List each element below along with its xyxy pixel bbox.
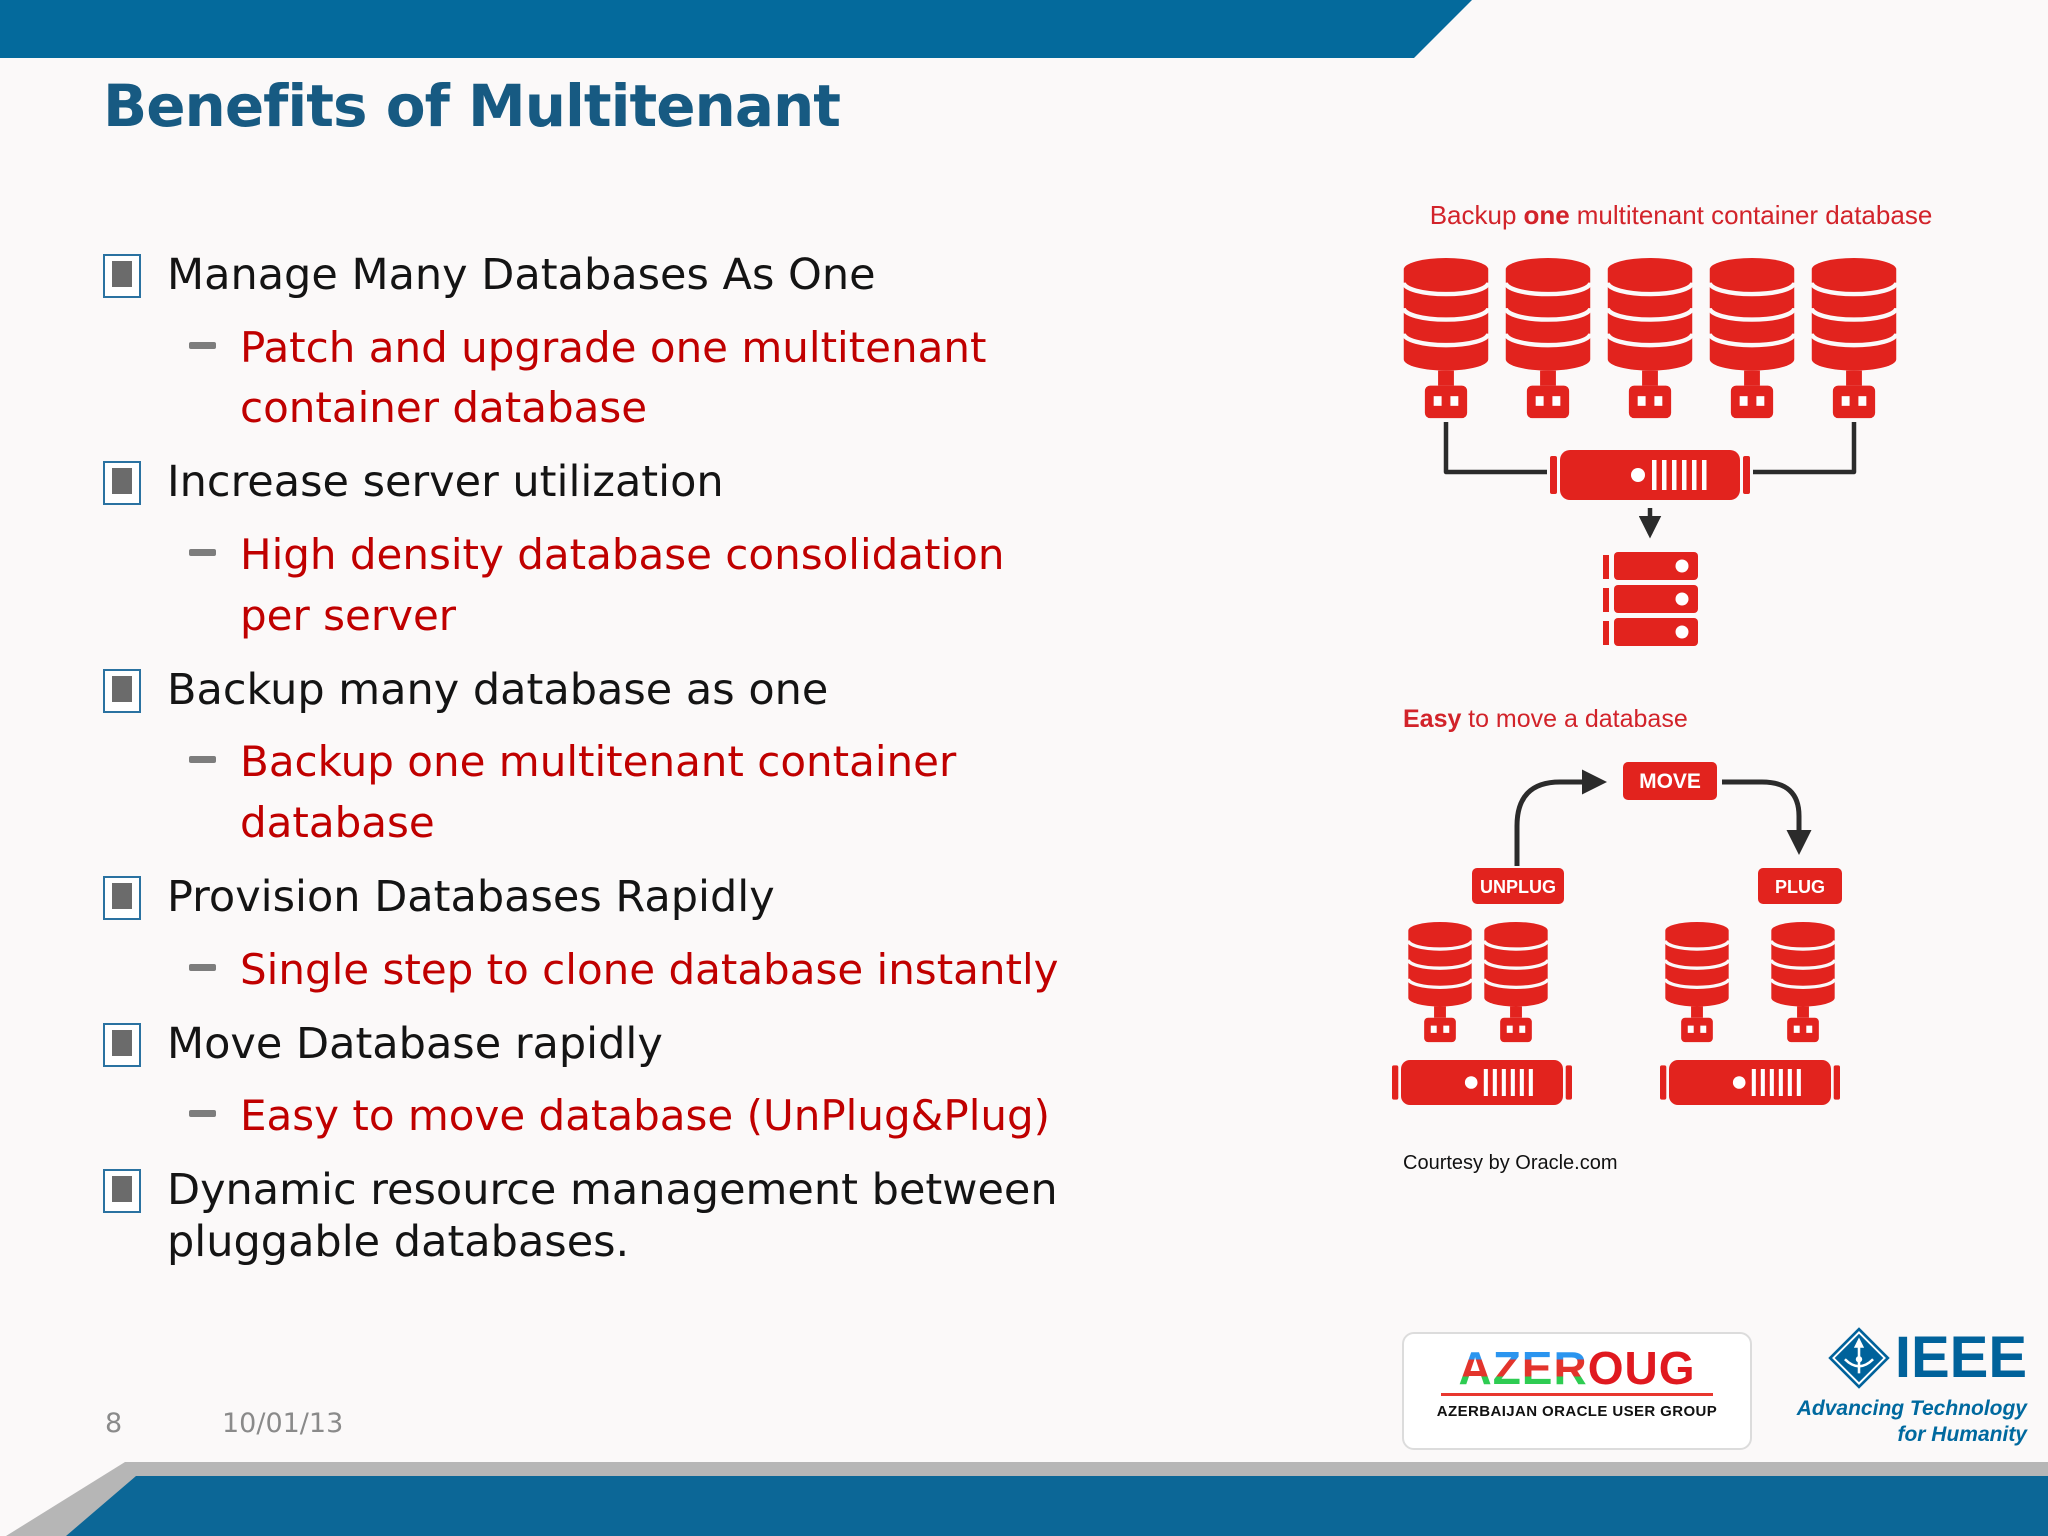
bullet-text: Backup many database as one — [167, 664, 829, 715]
sub-list-item: High density database consolidation per … — [189, 525, 1083, 647]
server-bar-icon — [1660, 1060, 1840, 1105]
square-bullet-icon — [103, 668, 141, 713]
bullet-list: Manage Many Databases As One Patch and u… — [103, 250, 1083, 1284]
bullet-text: Increase server utilization — [167, 457, 724, 508]
square-bullet-inner — [112, 261, 132, 287]
sub-bullet-text: Single step to clone database instantly — [240, 944, 1059, 994]
sub-bullet-text: High density database consolidation per … — [240, 529, 1005, 640]
bottom-banner-blue-bar — [66, 1476, 2048, 1536]
top-banner — [0, 0, 1472, 58]
square-bullet-inner — [112, 675, 132, 702]
unplug-badge — [1472, 868, 1564, 904]
sub-list-item: Backup one multitenant container databas… — [189, 732, 1083, 854]
dash-bullet-icon — [189, 963, 216, 971]
caption-text: Backup — [1429, 200, 1517, 230]
dash-bullet-icon — [189, 548, 216, 556]
backup-diagram — [1395, 252, 1905, 646]
bottom-banner — [6, 1462, 2048, 1536]
database-cylinder-icon — [1710, 258, 1794, 418]
bullet-text: Move Database rapidly — [167, 1018, 663, 1069]
square-bullet-icon — [103, 876, 141, 921]
caption-text-bold: one — [1523, 200, 1570, 230]
plug-badge — [1758, 868, 1842, 904]
square-bullet-icon — [103, 1169, 141, 1214]
database-cylinder-icon — [1769, 920, 1837, 1044]
sub-list-item: Patch and upgrade one multitenant contai… — [189, 318, 1083, 440]
database-cylinder-icon — [1608, 258, 1692, 418]
sub-list-item: Easy to move database (UnPlug&Plug) — [189, 1086, 1083, 1147]
dash-bullet-icon — [189, 756, 216, 764]
database-cylinder-icon — [1404, 258, 1488, 418]
ieee-wordmark: IEEE — [1894, 1325, 2027, 1390]
sub-bullet-text: Backup one multitenant container databas… — [240, 737, 957, 848]
list-item: Provision Databases Rapidly — [103, 872, 1083, 924]
list-item: Manage Many Databases As One — [103, 250, 1083, 302]
list-item: Backup many database as one — [103, 665, 1083, 717]
square-bullet-icon — [103, 254, 141, 298]
curved-arrow-icon — [1722, 779, 1812, 855]
caption-text: to move a database — [1468, 705, 1688, 733]
list-item: Move Database rapidly — [103, 1019, 1083, 1071]
square-bullet-inner — [112, 468, 132, 495]
square-bullet-inner — [112, 1176, 132, 1203]
caption-text: multitenant container database — [1576, 200, 1933, 230]
square-bullet-inner — [112, 883, 132, 910]
bullet-text: Dynamic resource management between plug… — [167, 1165, 1058, 1267]
square-bullet-icon — [103, 461, 141, 506]
database-cylinder-icon — [1506, 258, 1590, 418]
sub-bullet-text: Easy to move database (UnPlug&Plug) — [240, 1091, 1051, 1141]
azeroug-underline — [1441, 1393, 1713, 1397]
azeroug-word-right: OUG — [1587, 1342, 1696, 1394]
ieee-logo-row: IEEE — [1792, 1326, 2027, 1390]
ieee-tagline: Advancing Technology for Humanity — [1796, 1397, 2027, 1447]
image-credit: Courtesy by Oracle.com — [1403, 1152, 1618, 1174]
dash-bullet-icon — [189, 341, 216, 349]
ieee-diamond-icon — [1828, 1327, 1890, 1389]
sub-bullet-text: Patch and upgrade one multitenant contai… — [240, 322, 987, 433]
caption-text-bold: Easy — [1403, 705, 1462, 733]
list-item: Increase server utilization — [103, 457, 1083, 509]
server-stack-icon — [1603, 552, 1698, 646]
page-title: Benefits of Multitenant — [103, 72, 841, 140]
azeroug-wordmark: AZEROUG — [1404, 1344, 1750, 1392]
azeroug-logo: AZEROUG AZERBAIJAN ORACLE USER GROUP — [1402, 1332, 1752, 1450]
unplug-badge-label: UNPLUG — [1480, 877, 1556, 897]
square-bullet-icon — [103, 1022, 141, 1067]
plug-badge-label: PLUG — [1775, 877, 1825, 897]
move-badge — [1623, 762, 1717, 800]
list-item: Dynamic resource management between plug… — [103, 1165, 1083, 1268]
ieee-logo: IEEE Advancing Technology for Humanity — [1792, 1326, 2027, 1449]
sub-list-item: Single step to clone database instantly — [189, 940, 1083, 1001]
dash-bullet-icon — [189, 1110, 216, 1118]
bullet-text: Manage Many Databases As One — [167, 250, 876, 300]
database-cylinder-icon — [1482, 920, 1550, 1044]
connector-line — [1753, 422, 1857, 475]
azeroug-word-left: AZER — [1458, 1342, 1588, 1394]
server-bar-icon — [1392, 1060, 1572, 1105]
curved-arrow-icon — [1514, 769, 1607, 866]
database-cylinder-icon — [1812, 258, 1896, 418]
move-badge-label: MOVE — [1639, 770, 1701, 793]
connector-line — [1443, 422, 1547, 475]
slide-date: 10/01/13 — [222, 1408, 344, 1439]
move-diagram: MOVE UNPLUG PLUG — [1392, 762, 1842, 1105]
azeroug-subtitle: AZERBAIJAN ORACLE USER GROUP — [1436, 1403, 1718, 1421]
page-number: 8 — [105, 1408, 123, 1439]
database-cylinder-icon — [1663, 920, 1731, 1044]
backup-device-icon — [1550, 450, 1750, 500]
database-cylinder-icon — [1406, 920, 1474, 1044]
bullet-text: Provision Databases Rapidly — [167, 872, 775, 923]
square-bullet-inner — [112, 1029, 132, 1056]
